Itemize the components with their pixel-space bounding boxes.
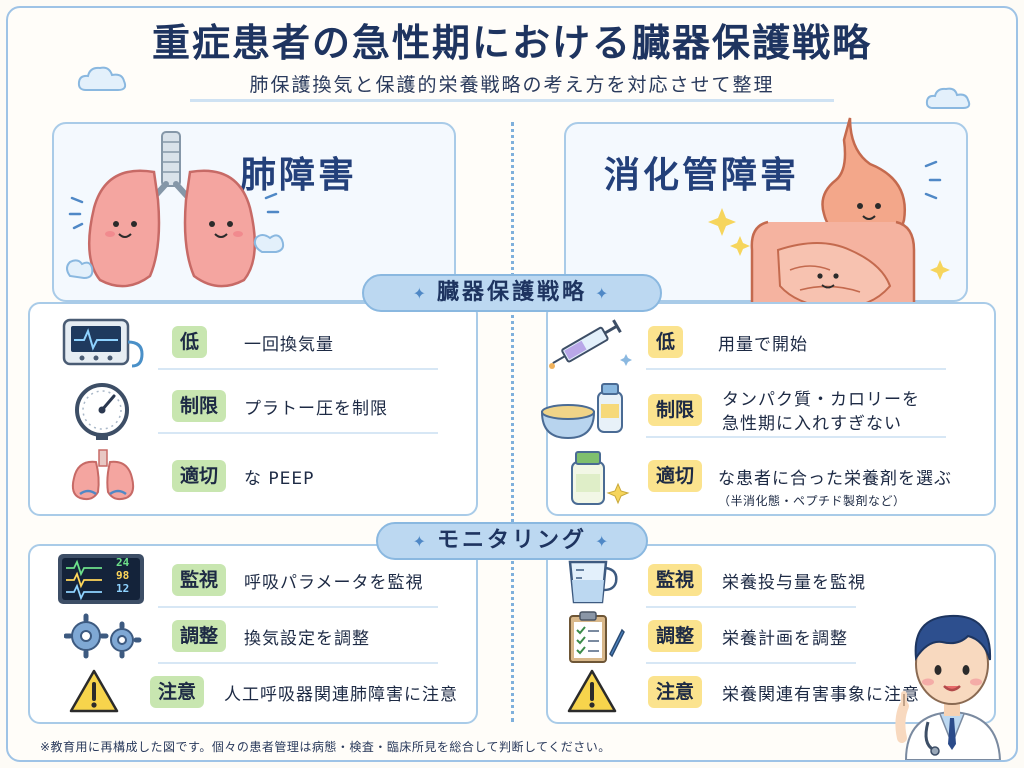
monitor-readouts: 24 98 12 [116, 556, 129, 595]
sparkle-icon: ✦ [595, 284, 612, 303]
row-text: 換気設定を調整 [244, 629, 370, 649]
row-text-multiline: タンパク質・カロリーを 急性期に入れすぎない [722, 388, 920, 436]
ventilator-monitor-icon [62, 318, 144, 368]
page-title: 重症患者の急性期における臓器保護戦略 [151, 21, 872, 65]
lung-strategy-row: 適切 な PEEP [48, 448, 468, 504]
row-separator [646, 662, 856, 664]
row-text: な PEEP [244, 469, 315, 489]
tag-caution: 注意 [648, 676, 703, 708]
sparkle-icon: ✦ [595, 532, 612, 551]
sparkle-icon: ✦ [412, 284, 429, 303]
monitor-value: 24 [116, 556, 130, 569]
gi-monitoring-row: 注意 栄養関連有害事象に注意 [536, 664, 976, 720]
tag-limit: 制限 [172, 390, 227, 422]
lung-section-title: 肺障害 [240, 155, 358, 196]
gears-icon [64, 613, 142, 659]
tag-appropriate: 適切 [648, 460, 703, 492]
lung-monitoring-row: 調整 換気設定を調整 [48, 608, 468, 664]
lung-monitoring-row: 24 98 12 監視 呼吸パラメータを監視 [48, 552, 468, 608]
monitor-value: 98 [116, 569, 130, 582]
lung-strategy-row: 低 一回換気量 [48, 314, 468, 370]
measuring-cup-icon [568, 560, 618, 604]
row-text: 栄養関連有害事象に注意 [722, 685, 920, 705]
row-separator [158, 662, 438, 664]
pressure-gauge-icon [75, 383, 129, 440]
cloud-icon [77, 66, 127, 91]
lungs-character-icon [66, 131, 285, 288]
tag-low: 低 [172, 326, 208, 358]
row-text-line: タンパク質・カロリーを [722, 390, 920, 410]
doctor-character-icon [895, 614, 1002, 760]
tag-adjust: 調整 [648, 620, 703, 652]
row-separator [646, 606, 856, 608]
tag-limit: 制限 [648, 394, 703, 426]
row-text: 人工呼吸器関連肺障害に注意 [224, 685, 458, 705]
strategy-ribbon: ✦ 臓器保護戦略 ✦ [362, 274, 662, 312]
center-divider [511, 122, 514, 722]
gi-strategy-row: 適切 な患者に合った栄養剤を選ぶ （半消化態・ペプチド製剤など） [536, 448, 976, 508]
row-separator [646, 368, 946, 370]
row-separator [158, 606, 438, 608]
clipboard-icon [569, 611, 625, 663]
tag-caution: 注意 [150, 676, 205, 708]
row-separator [158, 368, 438, 370]
lungs-peep-icon [71, 449, 135, 501]
tag-appropriate: 適切 [172, 460, 227, 492]
row-text: 一回換気量 [244, 335, 334, 355]
monitoring-ribbon: ✦ モニタリング ✦ [376, 522, 648, 560]
lung-monitoring-row: 注意 人工呼吸器関連肺障害に注意 [48, 664, 468, 720]
warning-icon [69, 669, 119, 713]
row-text-line: 急性期に入れすぎない [722, 414, 902, 434]
nutrition-bottle-icon [571, 451, 630, 505]
lung-strategy-row: 制限 プラトー圧を制限 [48, 378, 468, 440]
syringe-icon [549, 319, 632, 369]
row-separator [158, 432, 438, 434]
row-text: 栄養計画を調整 [722, 629, 848, 649]
strategy-ribbon-label: 臓器保護戦略 [436, 280, 587, 305]
gi-monitoring-row: 調整 栄養計画を調整 [536, 608, 976, 664]
row-text: 用量で開始 [718, 335, 808, 355]
cloud-icon [925, 87, 971, 109]
tag-low: 低 [648, 326, 684, 358]
sparkle-icon: ✦ [412, 532, 429, 551]
row-text: 栄養投与量を監視 [722, 573, 866, 593]
page-subtitle: 肺保護換気と保護的栄養戦略の考え方を対応させて整理 [190, 70, 834, 102]
row-text: な患者に合った栄養剤を選ぶ [718, 469, 952, 489]
monitoring-ribbon-label: モニタリング [436, 528, 587, 553]
gi-strategy-row: 低 用量で開始 [536, 314, 976, 370]
tag-monitor: 監視 [172, 564, 227, 596]
food-bowl-icon [540, 383, 623, 440]
tag-adjust: 調整 [172, 620, 227, 652]
gi-strategy-row: 制限 タンパク質・カロリーを 急性期に入れすぎない [536, 382, 976, 440]
row-text: プラトー圧を制限 [244, 399, 388, 419]
row-text: 呼吸パラメータを監視 [244, 573, 424, 593]
monitor-value: 12 [116, 582, 130, 595]
tag-monitor: 監視 [648, 564, 703, 596]
gi-monitoring-row: 監視 栄養投与量を監視 [536, 552, 976, 608]
gi-section-title: 消化管障害 [604, 155, 800, 196]
row-note: （半消化態・ペプチド製剤など） [718, 494, 906, 508]
vital-monitor-icon [58, 554, 144, 604]
row-separator [646, 436, 946, 438]
footer-note: ※教育用に再構成した図です。個々の患者管理は病態・検査・臨床所見を総合して判断し… [40, 740, 611, 754]
warning-icon [567, 669, 617, 713]
